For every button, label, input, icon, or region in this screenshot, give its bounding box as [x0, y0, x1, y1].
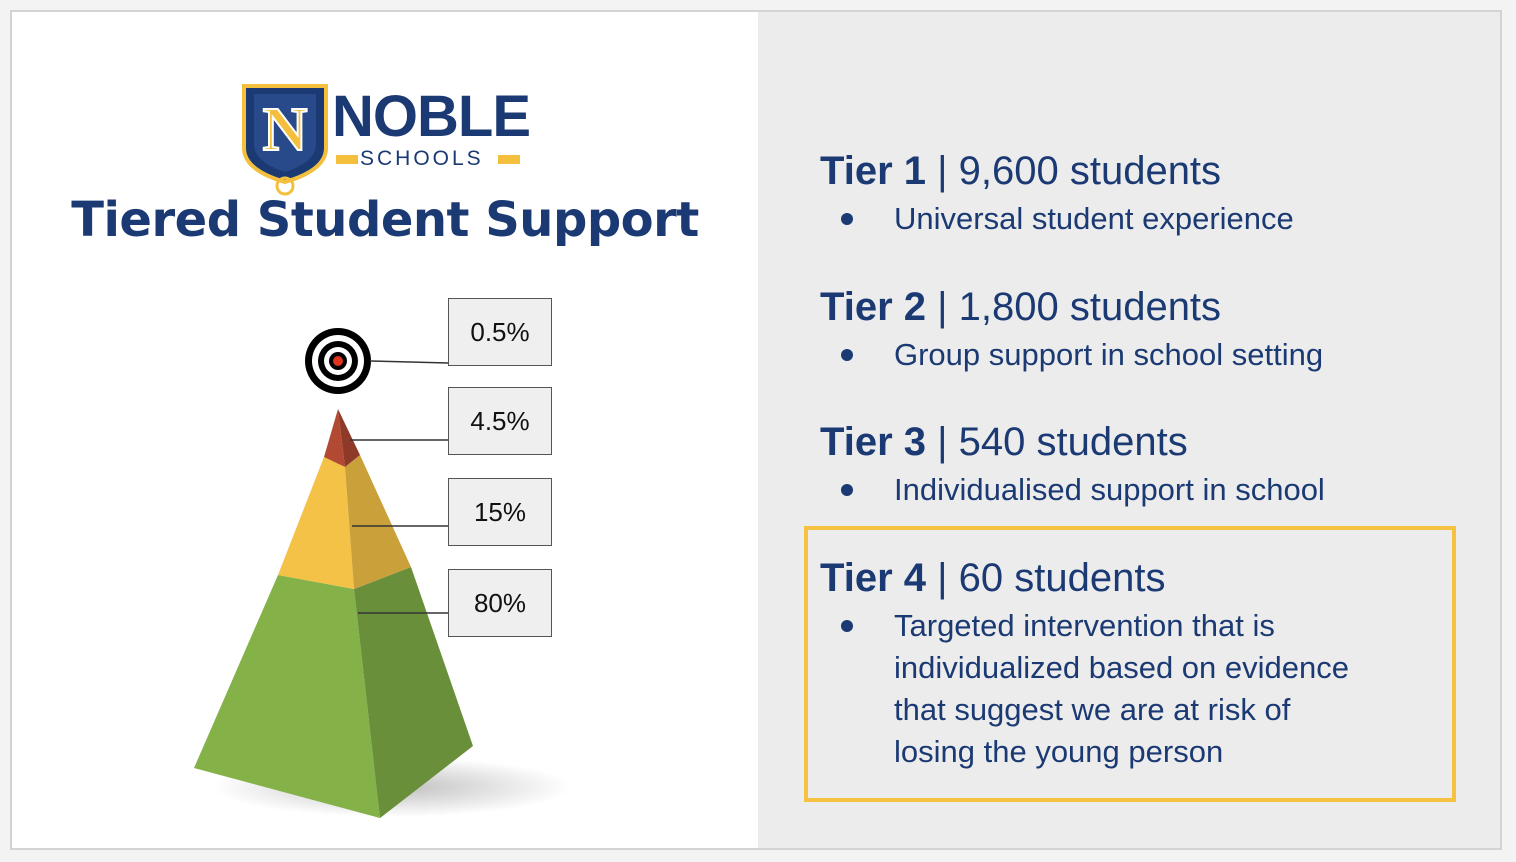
pyramid-label-tier1: 80%: [448, 569, 552, 637]
pyramid-tier-red-side: [338, 409, 360, 467]
tier-bullet: Universal student experience: [820, 198, 1460, 240]
tier-1: Tier 1 | 9,600 students Universal studen…: [820, 148, 1460, 240]
tier-name: Tier 4: [820, 556, 926, 600]
tier-description: Individualised support in school: [894, 472, 1325, 507]
connector-line: [369, 360, 449, 364]
tier-count: 540 students: [958, 420, 1188, 464]
tier-count: 60 students: [958, 556, 1166, 600]
logo-wordmark: NOBLE: [332, 84, 531, 149]
tier-description: Universal student experience: [894, 201, 1294, 236]
tier-count: 9,600 students: [958, 149, 1222, 193]
tier-heading: Tier 2 | 1,800 students: [820, 285, 1222, 329]
tier-description: Group support in school setting: [894, 337, 1324, 372]
tier-heading: Tier 3 | 540 students: [820, 420, 1188, 464]
logo-letter: N: [263, 96, 308, 164]
pyramid-label-tier2: 15%: [448, 478, 552, 546]
tier-name: Tier 3: [820, 420, 926, 464]
pyramid-label-tier3: 4.5%: [448, 387, 552, 455]
pyramid-tier-green-side: [354, 567, 473, 818]
tier4-highlight-box: [804, 526, 1456, 802]
tier-3: Tier 3 | 540 students Individualised sup…: [820, 419, 1460, 511]
slide-title: Tiered Student Support: [71, 192, 699, 248]
logo-dash-right: [498, 155, 520, 164]
tier-heading: Tier 1 | 9,600 students: [820, 149, 1222, 193]
bullet-icon: [841, 349, 853, 361]
pyramid-diagram: [194, 328, 572, 818]
shield-icon: N: [242, 84, 328, 196]
tier-4: Tier 4 | 60 students Targeted interventi…: [820, 555, 1460, 773]
pyramid-tier-yellow-side: [345, 455, 411, 589]
bullet-icon: [841, 620, 853, 632]
pyramid-label-tier4: 0.5%: [448, 298, 552, 366]
bullet-icon: [841, 484, 853, 496]
tier-name: Tier 2: [820, 285, 926, 329]
logo-dash-left: [336, 155, 358, 164]
pyramid-tier-yellow-front: [278, 457, 354, 589]
target-icon: [305, 328, 371, 394]
tier-name: Tier 1: [820, 149, 926, 193]
right-panel: [758, 12, 1500, 848]
tier-description: Targeted intervention that is individual…: [894, 608, 1349, 769]
tier-2: Tier 2 | 1,800 students Group support in…: [820, 284, 1460, 376]
tier-bullet: Group support in school setting: [820, 334, 1460, 376]
tier-bullet: Targeted intervention that is individual…: [820, 605, 1364, 773]
bullet-icon: [841, 213, 853, 225]
noble-schools-logo: N NOBLE SCHOOLS: [240, 78, 531, 198]
tier-heading: Tier 4 | 60 students: [820, 556, 1166, 600]
slide: N NOBLE SCHOOLS Tiered Student Support: [10, 10, 1502, 850]
logo-subtitle: SCHOOLS: [360, 147, 484, 170]
tier-bullet: Individualised support in school: [820, 469, 1460, 511]
pyramid-tier-green-front: [194, 575, 380, 818]
tier-count: 1,800 students: [958, 285, 1222, 329]
